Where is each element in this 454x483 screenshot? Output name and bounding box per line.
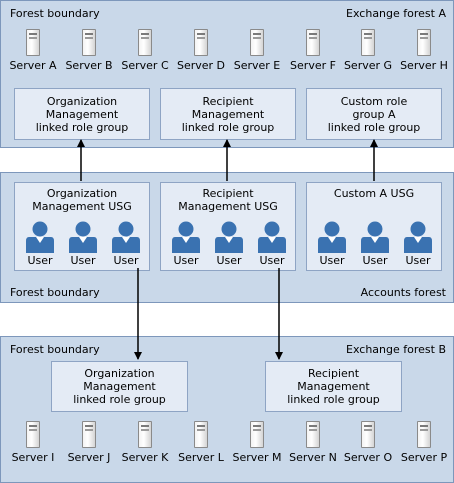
user-icon xyxy=(69,221,97,253)
forest-b-boundary-label: Forest boundary xyxy=(10,343,100,356)
server-label: Server D xyxy=(176,59,226,72)
server-e: Server E xyxy=(229,29,285,72)
user: User xyxy=(109,221,143,267)
user: User xyxy=(23,221,57,267)
server-label: Server F xyxy=(290,59,336,72)
server-k: Server K xyxy=(117,421,173,464)
user-icon xyxy=(361,221,389,253)
user: User xyxy=(358,221,392,267)
forest-b-org-management-role-group: Organization Management linked role grou… xyxy=(51,361,188,412)
user-icon xyxy=(318,221,346,253)
custom-a-usg: Custom A USG User User User xyxy=(306,182,442,271)
server-m: Server M xyxy=(229,421,285,464)
user-label: User xyxy=(259,254,285,267)
user-label: User xyxy=(216,254,242,267)
user-icon xyxy=(172,221,200,253)
server-o: Server O xyxy=(340,421,396,464)
server-icon xyxy=(138,421,152,448)
server-icon xyxy=(417,29,431,56)
server-n: Server N xyxy=(285,421,341,464)
server-icon xyxy=(306,421,320,448)
server-icon xyxy=(82,29,96,56)
forest-a-custom-role-group-a: Custom role group A linked role group xyxy=(306,88,442,140)
server-c: Server C xyxy=(117,29,173,72)
server-a: Server A xyxy=(5,29,61,72)
server-label: Server H xyxy=(400,59,448,72)
server-i: Server I xyxy=(5,421,61,464)
server-label: Server L xyxy=(178,451,224,464)
accounts-forest: Forest boundary Accounts forest Organiza… xyxy=(0,172,454,303)
accounts-forest-name: Accounts forest xyxy=(360,286,446,299)
server-label: Server A xyxy=(9,59,57,72)
server-d: Server D xyxy=(173,29,229,72)
server-icon xyxy=(361,421,375,448)
server-p: Server P xyxy=(396,421,452,464)
server-icon xyxy=(82,421,96,448)
server-l: Server L xyxy=(173,421,229,464)
server-icon xyxy=(26,29,40,56)
forest-a-boundary-label: Forest boundary xyxy=(10,7,100,20)
forest-b-name: Exchange forest B xyxy=(346,343,446,356)
server-icon xyxy=(194,421,208,448)
exchange-forest-a: Forest boundary Exchange forest A Server… xyxy=(0,0,454,148)
server-b: Server B xyxy=(61,29,117,72)
user: User xyxy=(255,221,289,267)
user-icon xyxy=(112,221,140,253)
usg-title: Organization Management USG xyxy=(32,187,132,213)
forest-a-recipient-management-role-group: Recipient Management linked role group xyxy=(160,88,296,140)
user-label: User xyxy=(173,254,199,267)
user-label: User xyxy=(70,254,96,267)
server-icon xyxy=(306,29,320,56)
forest-a-name: Exchange forest A xyxy=(346,7,446,20)
server-icon xyxy=(361,29,375,56)
user: User xyxy=(315,221,349,267)
user: User xyxy=(66,221,100,267)
server-label: Server P xyxy=(400,451,448,464)
forest-b-recipient-management-role-group: Recipient Management linked role group xyxy=(265,361,402,412)
recipient-management-usg: Recipient Management USG User User User xyxy=(160,182,296,271)
server-icon xyxy=(138,29,152,56)
user: User xyxy=(401,221,435,267)
user-label: User xyxy=(319,254,345,267)
server-label: Server B xyxy=(65,59,113,72)
org-management-usg: Organization Management USG User User Us… xyxy=(14,182,150,271)
usg-title: Custom A USG xyxy=(333,187,415,200)
exchange-forest-b: Forest boundary Exchange forest B Organi… xyxy=(0,336,454,483)
user-icon xyxy=(215,221,243,253)
user-icon xyxy=(404,221,432,253)
user-icon xyxy=(26,221,54,253)
user-label: User xyxy=(27,254,53,267)
server-icon xyxy=(417,421,431,448)
server-label: Server E xyxy=(233,59,281,72)
server-f: Server F xyxy=(285,29,341,72)
server-label: Server O xyxy=(343,451,393,464)
server-label: Server N xyxy=(289,451,337,464)
user: User xyxy=(169,221,203,267)
server-icon xyxy=(194,29,208,56)
server-icon xyxy=(250,29,264,56)
server-label: Server M xyxy=(232,451,282,464)
usg-title: Recipient Management USG xyxy=(178,187,278,213)
server-g: Server G xyxy=(340,29,396,72)
user: User xyxy=(212,221,246,267)
server-j: Server J xyxy=(61,421,117,464)
user-label: User xyxy=(405,254,431,267)
user-icon xyxy=(258,221,286,253)
user-label: User xyxy=(362,254,388,267)
server-label: Server C xyxy=(121,59,169,72)
server-h: Server H xyxy=(396,29,452,72)
server-label: Server K xyxy=(121,451,169,464)
server-icon xyxy=(26,421,40,448)
forest-a-org-management-role-group: Organization Management linked role grou… xyxy=(14,88,150,140)
server-label: Server J xyxy=(67,451,111,464)
server-label: Server I xyxy=(11,451,55,464)
user-label: User xyxy=(113,254,139,267)
server-label: Server G xyxy=(343,59,393,72)
accounts-forest-boundary-label: Forest boundary xyxy=(10,286,100,299)
server-icon xyxy=(250,421,264,448)
